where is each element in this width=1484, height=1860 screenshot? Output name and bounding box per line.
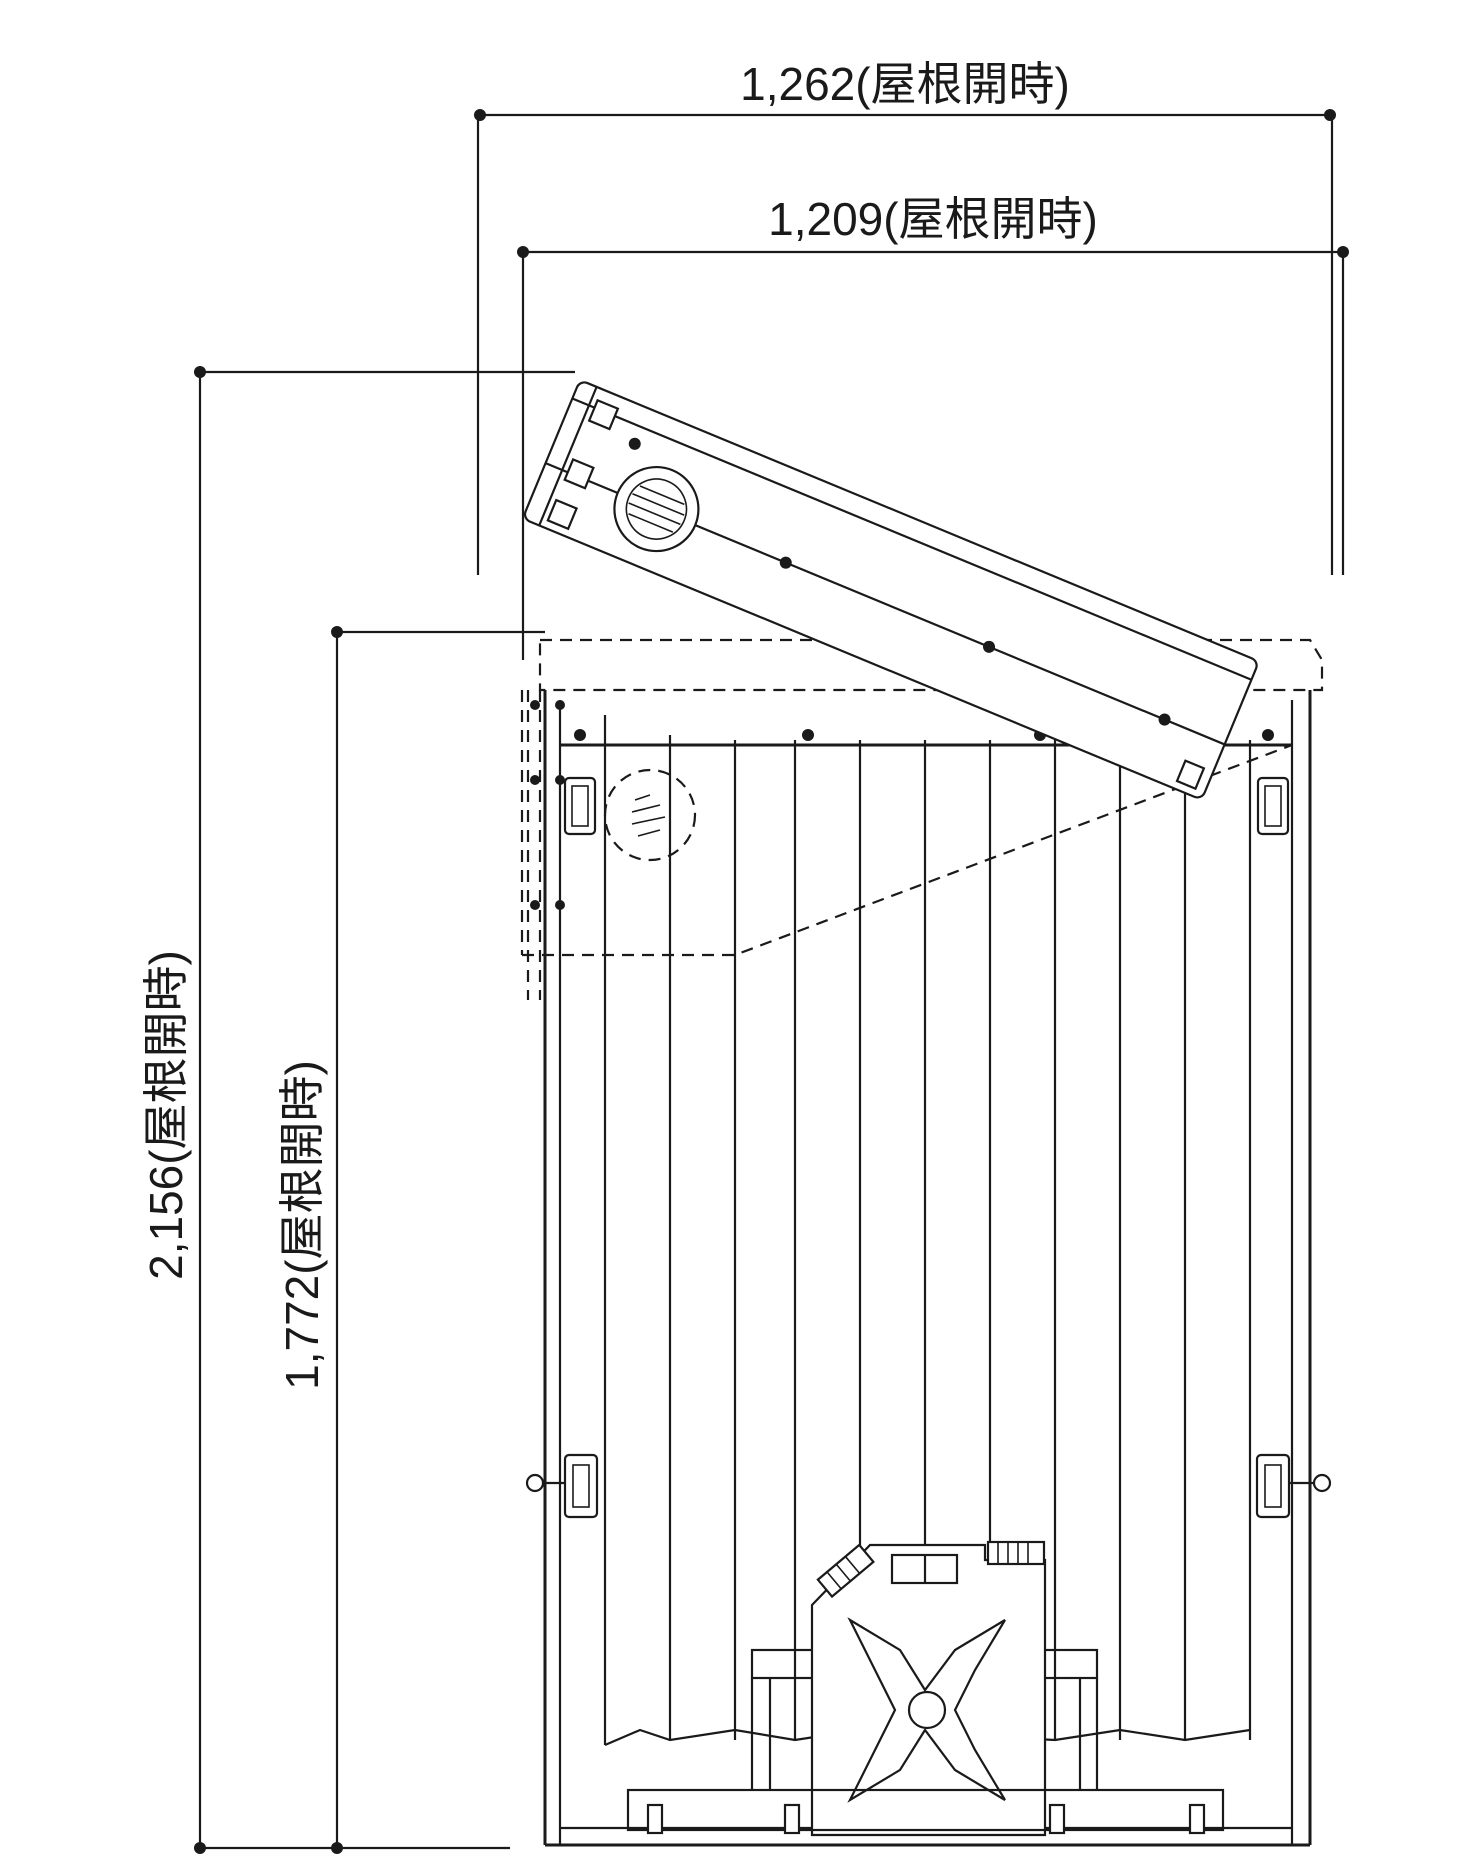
base-footing bbox=[626, 1788, 1225, 1835]
fuel-can-cap-icon bbox=[986, 1540, 1046, 1566]
dimension-label-height-body: 1,772(屋根開時) bbox=[276, 1060, 328, 1390]
fuel-can-spout-icon bbox=[816, 1543, 875, 1599]
roof-stay-chain bbox=[526, 690, 565, 1000]
open-roof-lid bbox=[523, 381, 1258, 799]
dimension-label-width-inner: 1,209(屋根開時) bbox=[768, 193, 1098, 245]
hinge-bracket-left-bottom bbox=[525, 1453, 599, 1519]
fuel-can-x-emboss bbox=[847, 1617, 1006, 1803]
hinge-bracket-right-bottom bbox=[1255, 1453, 1332, 1519]
dimension-height-total: 2,156(屋根開時) bbox=[140, 366, 575, 1854]
dimension-width-inner: 1,209(屋根開時) bbox=[517, 193, 1349, 660]
hinge-bracket-left-top bbox=[563, 776, 597, 836]
dimension-width-outer: 1,262(屋根開時) bbox=[474, 58, 1336, 575]
dimension-height-body: 1,772(屋根開時) bbox=[276, 626, 545, 1854]
wall-panel-ribs bbox=[603, 715, 1252, 1747]
vent-louver-closed bbox=[631, 794, 666, 837]
hinge-bracket-right-top bbox=[1256, 776, 1290, 836]
rivet-dots bbox=[574, 729, 1274, 741]
dimension-label-width-outer: 1,262(屋根開時) bbox=[740, 58, 1070, 110]
fuel-can bbox=[810, 1540, 1047, 1837]
dimension-label-height-total: 2,156(屋根開時) bbox=[140, 950, 192, 1280]
roof-vent-icon bbox=[613, 465, 700, 553]
